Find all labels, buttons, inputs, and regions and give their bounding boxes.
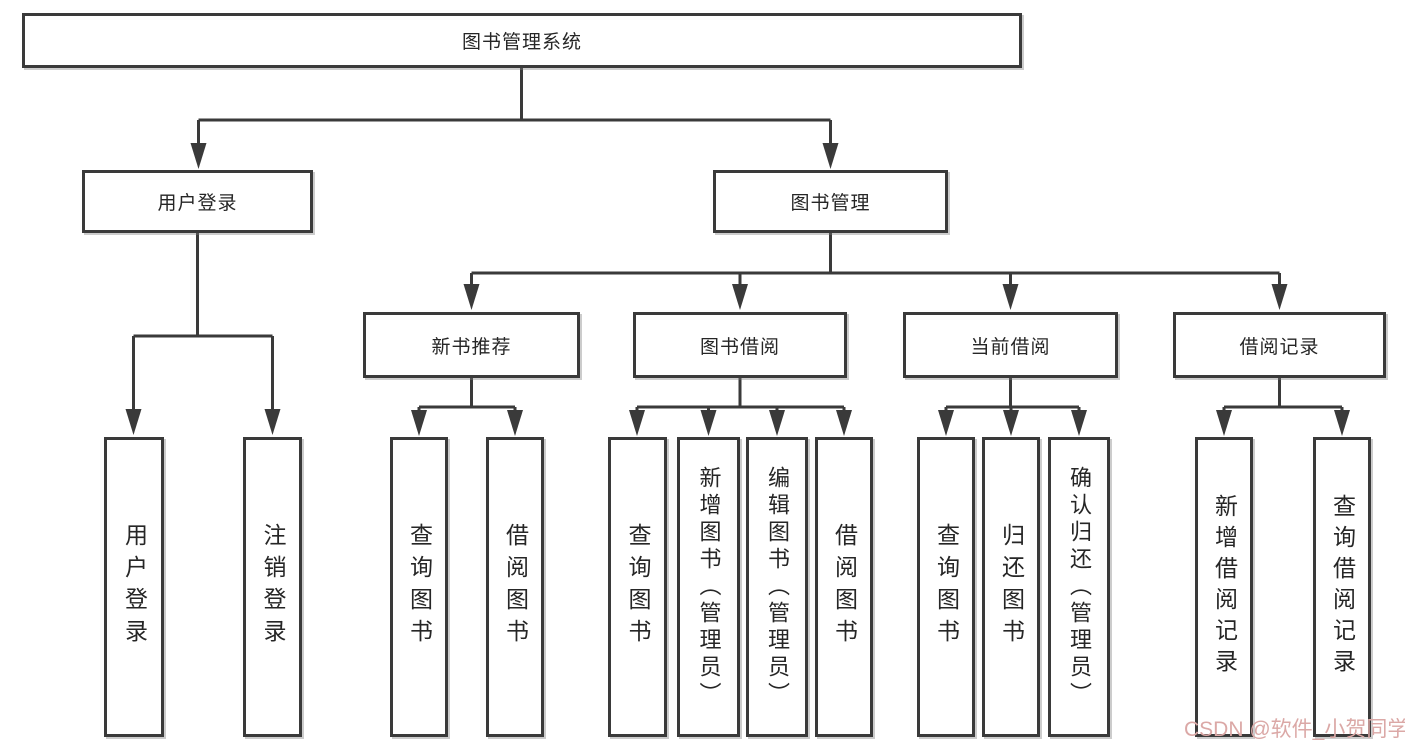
node-book-borrow: 图书借阅 — [633, 312, 847, 378]
leaf-query-books-current: 查询图书 — [917, 437, 975, 737]
node-new-book-recommend: 新书推荐 — [363, 312, 580, 378]
leaf-user-login: 用户登录 — [104, 437, 164, 737]
arrowhead — [190, 143, 207, 169]
leaf-query-borrow-record: 查询借阅记录 — [1313, 437, 1371, 737]
leaf-query-books-recommend: 查询图书 — [390, 437, 448, 737]
arrowhead — [938, 410, 954, 436]
connector-book-management — [470, 233, 1281, 288]
arrowhead — [125, 409, 142, 435]
node-borrow-records: 借阅记录 — [1173, 312, 1386, 378]
arrowhead — [1002, 284, 1019, 310]
leaf-label: 新增借阅记录 — [1211, 494, 1238, 680]
leaf-add-borrow-record: 新增借阅记录 — [1195, 437, 1253, 737]
arrowhead — [1216, 410, 1232, 436]
arrowhead — [1071, 410, 1087, 436]
connector-current-borrow — [944, 378, 1081, 414]
leaf-label: 查询借阅记录 — [1329, 494, 1356, 680]
arrowhead — [507, 410, 523, 436]
leaf-label: 借阅图书 — [502, 523, 529, 651]
leaf-borrow-books-recommend: 借阅图书 — [486, 437, 544, 737]
arrowhead — [732, 284, 748, 310]
connector-new-book-recommend — [417, 378, 517, 414]
leaf-label: 注销登录 — [260, 523, 286, 651]
leaf-query-books-borrow: 查询图书 — [608, 437, 667, 737]
arrowhead — [700, 410, 717, 436]
leaf-confirm-return-admin: 确认归还（管理员） — [1048, 437, 1110, 737]
arrowhead — [1271, 284, 1288, 310]
arrowhead — [836, 410, 852, 436]
leaf-add-books-admin: 新增图书（管理员） — [677, 437, 740, 737]
csdn-watermark: CSDN @软件_小贺同学 — [1184, 718, 1405, 741]
node-current-borrow: 当前借阅 — [903, 312, 1118, 378]
leaf-return-books: 归还图书 — [982, 437, 1040, 737]
arrowhead — [1003, 410, 1019, 436]
connector-user-login — [132, 233, 274, 413]
node-root-system: 图书管理系统 — [22, 13, 1022, 68]
arrowhead — [769, 410, 785, 436]
arrowhead — [629, 410, 645, 436]
leaf-label: 确认归还（管理员） — [1067, 465, 1092, 709]
node-book-management: 图书管理 — [713, 170, 948, 233]
connector-root — [197, 68, 832, 146]
leaf-label: 查询图书 — [406, 523, 433, 651]
leaf-edit-books-admin: 编辑图书（管理员） — [746, 437, 808, 737]
arrowhead — [411, 410, 427, 436]
leaf-logout: 注销登录 — [243, 437, 302, 737]
connector-borrow-records — [1222, 378, 1344, 414]
leaf-label: 新增图书（管理员） — [696, 465, 722, 709]
node-user-login: 用户登录 — [82, 170, 313, 233]
arrowhead — [822, 143, 839, 169]
arrowhead — [1334, 410, 1350, 436]
leaf-label: 编辑图书（管理员） — [765, 465, 790, 709]
arrowhead — [463, 284, 480, 310]
leaf-borrow-books: 借阅图书 — [815, 437, 873, 737]
leaf-label: 借阅图书 — [831, 523, 858, 651]
connector-book-borrow — [635, 378, 846, 414]
leaf-label: 归还图书 — [998, 523, 1025, 651]
leaf-label: 用户登录 — [121, 523, 148, 651]
leaf-label: 查询图书 — [625, 523, 651, 651]
leaf-label: 查询图书 — [933, 523, 960, 651]
arrowhead — [264, 409, 281, 435]
